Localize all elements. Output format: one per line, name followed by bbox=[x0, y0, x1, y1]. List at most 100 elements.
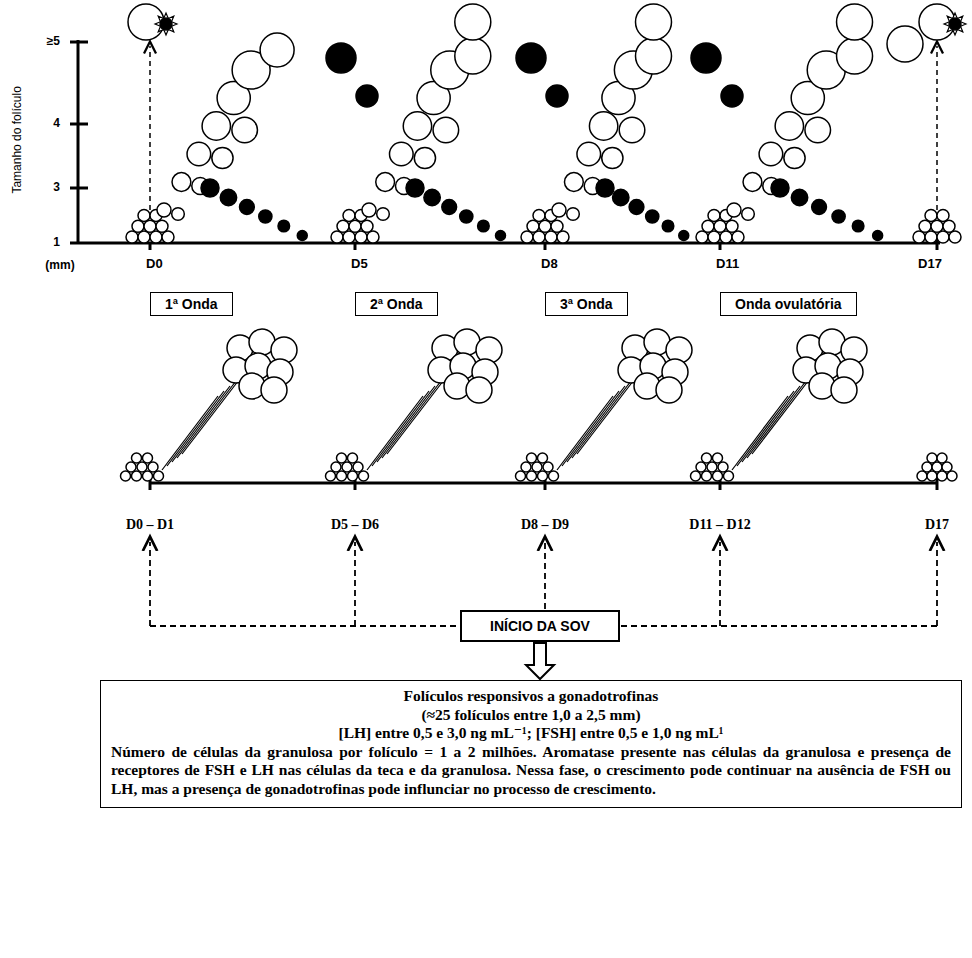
follicle bbox=[636, 4, 672, 40]
follicle bbox=[545, 231, 557, 243]
follicle bbox=[931, 220, 943, 232]
growth-line bbox=[732, 396, 788, 470]
dashed-pointer bbox=[150, 625, 459, 627]
day-label: D0 bbox=[146, 257, 163, 272]
growth-line bbox=[172, 386, 230, 462]
follicle bbox=[707, 462, 717, 472]
day-range-label: D0 – D1 bbox=[126, 517, 174, 533]
follicle bbox=[337, 453, 347, 463]
follicle bbox=[837, 4, 873, 40]
day-range-label: D8 – D9 bbox=[521, 517, 569, 533]
atretic-follicle bbox=[424, 189, 440, 205]
follicle bbox=[455, 38, 491, 74]
atretic-follicle bbox=[791, 189, 807, 205]
follicle bbox=[533, 231, 545, 243]
day-label: D5 bbox=[351, 257, 368, 272]
follicle bbox=[132, 220, 144, 232]
growth-line bbox=[572, 381, 631, 458]
follicle bbox=[342, 462, 352, 472]
atretic-follicle bbox=[278, 220, 290, 232]
follicle bbox=[533, 209, 545, 221]
atretic-follicle bbox=[812, 200, 827, 215]
follicle bbox=[742, 208, 755, 221]
atretic-follicle bbox=[478, 220, 490, 232]
follicle bbox=[343, 209, 355, 221]
follicle bbox=[121, 471, 131, 481]
follicle bbox=[538, 453, 548, 463]
node-text: INÍCIO DA SOV bbox=[470, 618, 610, 634]
follicle bbox=[702, 220, 714, 232]
follicle bbox=[557, 231, 569, 243]
follicle bbox=[355, 231, 367, 243]
growth-line bbox=[742, 386, 800, 462]
atretic-follicle bbox=[259, 210, 272, 223]
axis-title: Tamanho do folículo bbox=[11, 86, 25, 193]
follicle bbox=[837, 38, 873, 74]
sov-box: INÍCIO DA SOV bbox=[460, 610, 620, 642]
atretic-follicle bbox=[496, 231, 506, 241]
follicle bbox=[925, 231, 937, 243]
atretic-follicle bbox=[201, 179, 219, 197]
growth-line bbox=[737, 391, 794, 466]
growth-line bbox=[167, 391, 224, 466]
follicle bbox=[713, 471, 723, 481]
follicle bbox=[720, 231, 732, 243]
follicle bbox=[143, 471, 153, 481]
follicle bbox=[925, 209, 937, 221]
follicle bbox=[943, 220, 955, 232]
tick-label: 3 bbox=[53, 181, 60, 195]
atretic-follicle bbox=[949, 18, 961, 30]
follicle bbox=[137, 462, 147, 472]
ovulation-arrows bbox=[150, 46, 937, 210]
info-box: Folículos responsivos a gonadotrofinas(≈… bbox=[100, 680, 962, 808]
follicle bbox=[602, 147, 623, 168]
follicle bbox=[232, 117, 258, 143]
atretic-follicle bbox=[546, 85, 568, 107]
follicle bbox=[521, 462, 531, 472]
follicle bbox=[326, 471, 336, 481]
follicle bbox=[949, 231, 961, 243]
growth-line bbox=[382, 381, 441, 458]
follicle bbox=[144, 220, 156, 232]
atretic-follicle bbox=[297, 231, 307, 241]
follicle bbox=[343, 231, 355, 243]
ovulation-burst bbox=[944, 13, 966, 35]
dashed-pointer bbox=[719, 542, 721, 626]
growth-line bbox=[387, 376, 447, 454]
follicle bbox=[919, 220, 931, 232]
atretic-follicle bbox=[613, 189, 629, 205]
follicle bbox=[696, 462, 706, 472]
follicle bbox=[157, 203, 171, 217]
follicle bbox=[532, 462, 542, 472]
atretic-follicle bbox=[646, 210, 659, 223]
node-text: 3ª Onda bbox=[560, 296, 613, 312]
follicle bbox=[390, 142, 414, 166]
atretic-follicle bbox=[691, 43, 721, 73]
follicle bbox=[126, 231, 138, 243]
follicle bbox=[805, 117, 831, 143]
follicle bbox=[353, 462, 363, 472]
atretic-follicle bbox=[873, 231, 883, 241]
wave-box: 1ª Onda bbox=[150, 292, 233, 316]
atretic-follicle bbox=[516, 43, 546, 73]
atretic-follicle bbox=[596, 179, 614, 197]
follicle bbox=[156, 220, 168, 232]
follicle bbox=[527, 220, 539, 232]
follicle bbox=[521, 231, 533, 243]
node-text: (≈25 folículos entre 1,0 a 2,5 mm) bbox=[111, 706, 951, 725]
day-range-label: D5 – D6 bbox=[331, 517, 379, 533]
node-text: Onda ovulatória bbox=[735, 296, 842, 312]
atretic-follicle bbox=[160, 18, 172, 30]
follicle bbox=[691, 471, 701, 481]
day-label: D11 bbox=[716, 257, 739, 272]
follicle bbox=[831, 377, 857, 403]
growth-line bbox=[752, 376, 812, 454]
day-range-label: D11 – D12 bbox=[689, 517, 750, 533]
follicle bbox=[261, 377, 287, 403]
follicle bbox=[567, 208, 580, 221]
growth-line bbox=[377, 386, 435, 462]
follicle bbox=[708, 209, 720, 221]
follicle bbox=[132, 453, 142, 463]
